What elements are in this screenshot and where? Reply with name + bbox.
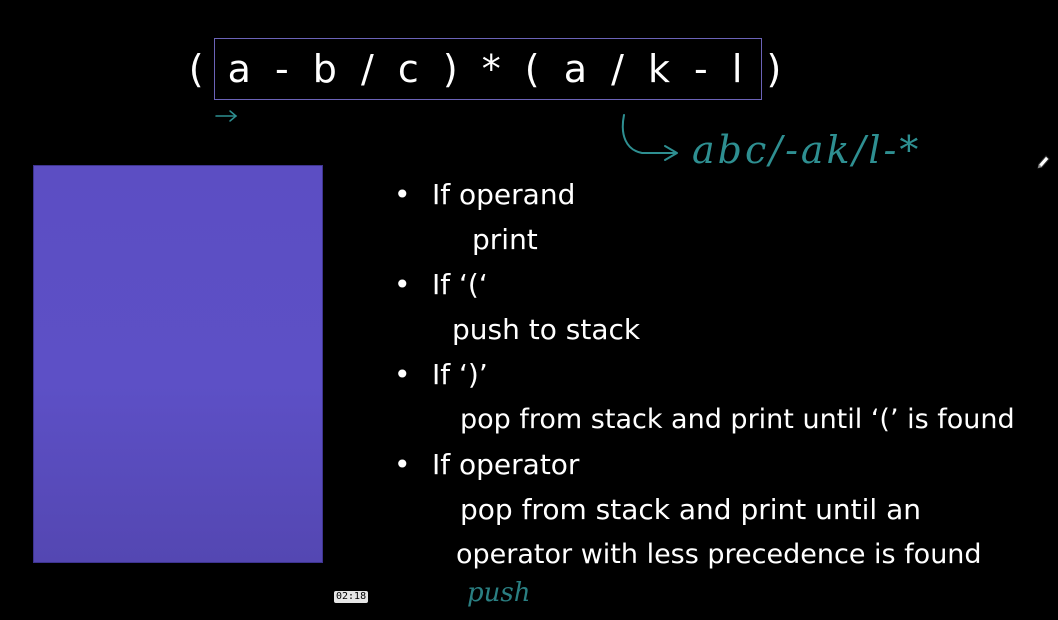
pencil-cursor-icon [1037, 155, 1050, 169]
infix-expression: ( a - b / c ) * ( a / k - l ) [188, 47, 788, 91]
rule-condition: If ‘(‘ [392, 262, 1052, 307]
hooked-arrow-icon [621, 114, 678, 161]
rule-action: push to stack [452, 313, 641, 346]
rule-operator: If operator pop from stack and print unt… [392, 442, 1052, 577]
rule-open-paren: If ‘(‘ push to stack [392, 262, 1052, 352]
scan-pointer-arrow-icon [215, 110, 238, 122]
video-timestamp: 02:18 [334, 591, 369, 603]
rule-condition: If ‘)’ [392, 352, 1052, 397]
rule-close-paren: If ‘)’ pop from stack and print until ‘(… [392, 352, 1052, 442]
stack-visual [33, 165, 323, 563]
rule-action: pop from stack and print until ‘(’ is fo… [460, 404, 1015, 435]
expression-box: ( a - b / c ) * ( a / k - l ) [189, 38, 781, 100]
rule-action-continued: operator with less precedence is found [456, 539, 982, 570]
rule-action: pop from stack and print until an [460, 493, 921, 526]
push-annotation: push [467, 578, 531, 608]
rule-action: print [472, 223, 538, 256]
postfix-result: abc/-ak/l-* [692, 128, 922, 172]
rule-operand: If operand print [392, 172, 1052, 262]
rule-condition: If operator [392, 442, 1052, 487]
conversion-rules: If operand print If ‘(‘ push to stack If… [392, 172, 1052, 577]
rule-condition: If operand [392, 172, 1052, 217]
